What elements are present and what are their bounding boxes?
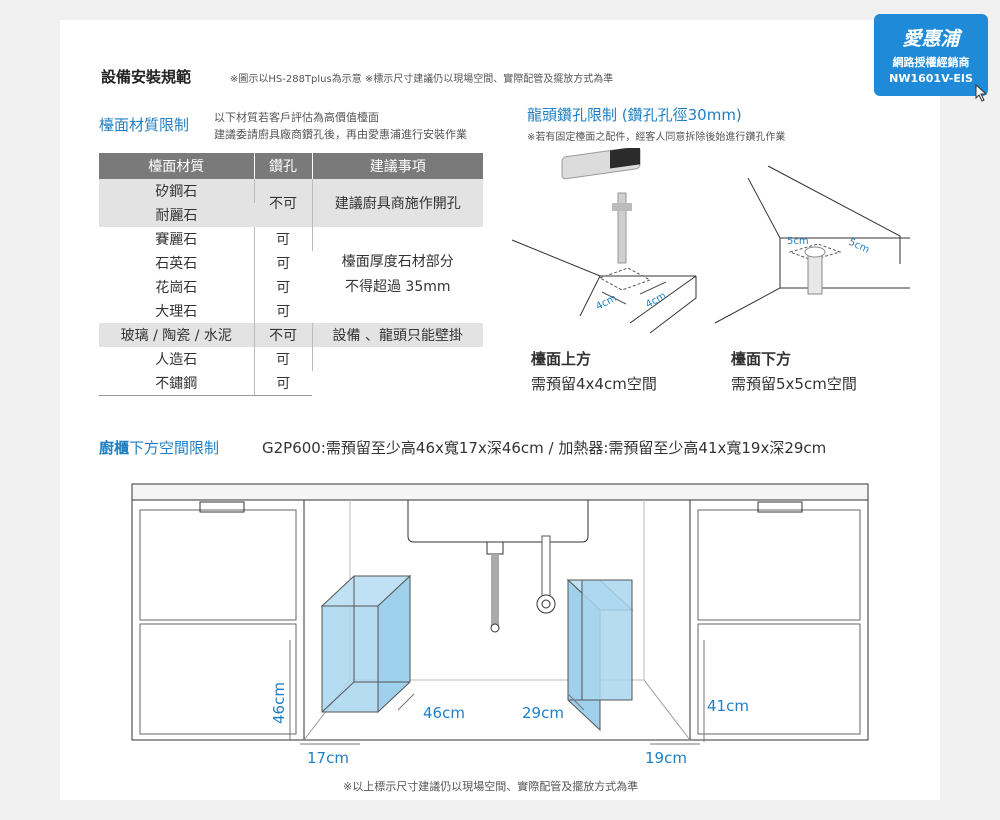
cursor-icon [975, 84, 988, 102]
drill-cell: 可 [276, 256, 291, 272]
material-cell: 花崗石 [99, 275, 255, 299]
bottom-label: 檯面下方 [731, 350, 792, 368]
table-row: 花崗石 可 [99, 275, 483, 299]
material-cell: 石英石 [99, 251, 255, 275]
faucet-note: ※若有固定檯面之配件，經客人同意拆除後始進行鑽孔作業 [527, 132, 786, 143]
material-cell: 耐麗石 [99, 203, 254, 227]
table-row: 玻璃 / 陶瓷 / 水泥 不可 設備 、龍頭只能壁掛 [99, 323, 483, 347]
drill-cell: 不可 [254, 323, 313, 347]
material-cell: 賽麗石 [99, 227, 255, 251]
material-cell: 不鏽鋼 [99, 371, 255, 396]
cabinet-heading: 廚櫃下方空間限制 [99, 437, 219, 458]
advice-cell: 檯面厚度石材部分 不得超過 35mm [312, 227, 483, 323]
badge-line2: NW1601V-EIS [889, 72, 973, 85]
advice-cell [312, 347, 483, 396]
table-row: 不鏽鋼 可 [99, 371, 483, 396]
drill-cell: 可 [254, 227, 313, 251]
badge-line1: 網路授權經銷商 [892, 56, 970, 69]
cabinet-heading-a: 廚櫃 [99, 439, 130, 457]
material-cell: 矽鋼石 [99, 179, 255, 203]
countertop-bottom-illustration [714, 165, 910, 324]
left-depth-dim: 46cm [423, 704, 465, 722]
material-cell: 玻璃 / 陶瓷 / 水泥 [99, 323, 255, 347]
table-row: 石英石 可 [99, 251, 483, 275]
right-height-dim: 41cm [707, 697, 749, 715]
cabinet-heading-b: 下方空間限制 [129, 439, 220, 457]
drill-cell: 可 [254, 371, 312, 396]
advice-cell: 建議廚具商施作開孔 [312, 179, 483, 227]
col-header-advice: 建議事項 [312, 153, 483, 179]
header-note: ※圖示以HS-288Tplus為示意 ※標示尺寸建議仍以現場空間、實際配管及擺放… [230, 74, 614, 85]
col-header-drill: 鑽孔 [254, 153, 313, 179]
faucet-heading: 龍頭鑽孔限制 (鑽孔孔徑30mm) [527, 106, 742, 124]
dimension-lines [289, 640, 705, 745]
heater-space-box [566, 578, 634, 732]
bottom-dim-2: 5cm [847, 237, 871, 256]
top-dim-1: 4cm [594, 293, 618, 313]
col-header-material: 檯面材質 [99, 153, 255, 179]
countertop-top-illustration [511, 148, 697, 334]
footnote: ※以上標示尺寸建議仍以現場空間、實際配管及擺放方式為準 [343, 780, 639, 793]
brand-logo: 愛惠浦 [902, 28, 960, 50]
bottom-desc: 需預留5x5cm空間 [731, 375, 857, 393]
top-label: 檯面上方 [531, 350, 592, 368]
counter-heading: 檯面材質限制 [99, 116, 190, 134]
top-dim-2: 4cm [644, 290, 668, 310]
table-row: 賽麗石 可 檯面厚度石材部分 不得超過 35mm [99, 227, 483, 295]
drill-cell: 可 [254, 347, 313, 371]
table-row: 矽鋼石 不可 建議廚具商施作開孔 [99, 179, 483, 227]
right-width-dim: 19cm [645, 749, 687, 767]
left-width-dim: 17cm [307, 749, 349, 767]
left-height-dim: 46cm [270, 682, 288, 724]
material-cell: 大理石 [99, 299, 255, 323]
table-row: 人造石 可 [99, 347, 483, 371]
advice-line-2: 不得超過 35mm [344, 279, 451, 295]
advice-cell: 設備 、龍頭只能壁掛 [312, 323, 483, 347]
dealer-badge: 愛惠浦 網路授權經銷商 NW1601V-EIS [874, 14, 988, 96]
advice-line-1: 檯面厚度石材部分 [341, 254, 454, 270]
material-table: 檯面材質 鑽孔 建議事項 矽鋼石 不可 建議廚具商施作開孔 耐麗石 賽麗石 可 … [99, 153, 483, 396]
top-desc: 需預留4x4cm空間 [531, 375, 657, 393]
table-row: 大理石 可 [99, 299, 483, 323]
counter-desc-2: 建議委請廚具廠商鑽孔後，再由愛惠浦進行安裝作業 [214, 128, 467, 141]
cabinet-spec: G2P600:需預留至少高46x寬17x深46cm / 加熱器:需預留至少高41… [262, 439, 827, 457]
counter-desc-1: 以下材質若客戶評估為高價值檯面 [214, 111, 379, 124]
faucet-diagram: 4cm 4cm 5cm 5cm [511, 148, 910, 334]
drill-cell: 不可 [254, 179, 313, 227]
drain-pipe [491, 554, 499, 626]
bottom-dim-1: 5cm [787, 236, 809, 247]
drill-cell: 可 [276, 304, 291, 320]
cabinet-diagram [131, 483, 869, 745]
drill-cell: 可 [276, 280, 291, 296]
right-depth-dim: 29cm [522, 704, 564, 722]
g2p600-space-box [320, 574, 412, 714]
table-row: 耐麗石 [99, 203, 483, 227]
page-title: 設備安裝規範 [101, 68, 192, 86]
material-cell: 人造石 [99, 347, 255, 371]
